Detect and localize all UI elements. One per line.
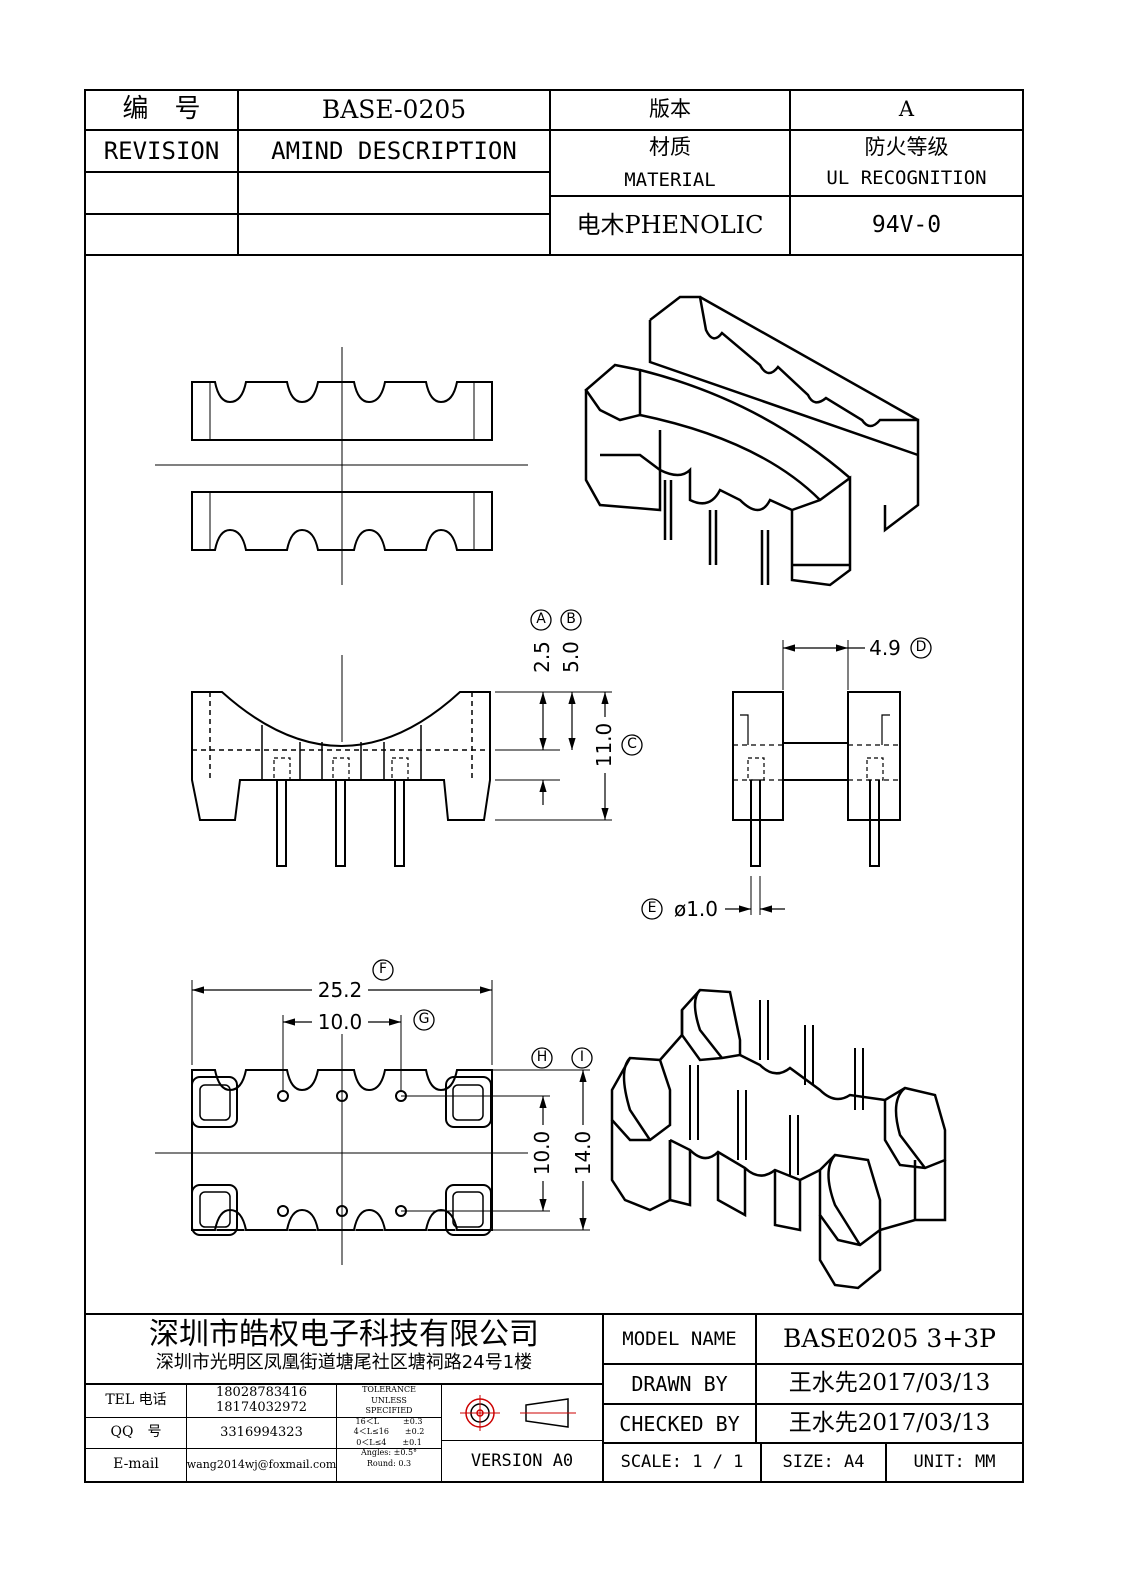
footer-divider [602, 1313, 604, 1482]
top-view [155, 347, 528, 585]
unit-label: UNIT: MM [913, 1452, 996, 1473]
iso-view-top [584, 295, 920, 587]
header-divider [237, 89, 239, 255]
footer-divider [336, 1384, 337, 1482]
header-rule [550, 195, 1024, 197]
tolerance-row: Angles: ±0.5° [360, 1448, 418, 1457]
footer-rule [84, 1448, 441, 1449]
header-divider [549, 89, 551, 255]
footer-divider [760, 1442, 762, 1482]
dim-label-d: D [915, 639, 927, 656]
dim-value-5-0: 5.0 [559, 641, 583, 673]
fire-value: 94V-0 [871, 211, 942, 238]
footer-divider [441, 1384, 442, 1482]
size-label: SIZE: A4 [782, 1452, 865, 1473]
tel-2: 18174032972 [216, 1399, 307, 1415]
material-label-en: MATERIAL [624, 168, 716, 191]
model-value: BASE0205 3+3P [783, 1324, 996, 1354]
checked-label: CHECKED BY [619, 1411, 740, 1436]
company-name: 深圳市皓权电子科技有限公司 [149, 1316, 539, 1352]
dim-label-h: H [536, 1049, 548, 1066]
header-rule [84, 171, 550, 173]
tolerance-row: 16＜L ±0.3 [355, 1416, 423, 1426]
footer-divider [885, 1442, 887, 1482]
footer-rule [84, 1417, 441, 1418]
drawn-value: 王水先2017/03/13 [788, 1370, 991, 1397]
footer-rule [603, 1363, 1024, 1365]
email-value: wang2014wj@foxmail.com [186, 1457, 337, 1471]
qq-label: QQ 号 [110, 1424, 162, 1441]
header-rule [84, 213, 550, 215]
part-number: BASE-0205 [321, 94, 467, 124]
footer-rule [441, 1440, 603, 1441]
dim-value-10-0-side: 10.0 [530, 1125, 554, 1181]
dimension-callouts [372, 609, 932, 1069]
tel-1: 18028783416 [216, 1384, 307, 1400]
dim-value-14-0: 14.0 [571, 1125, 595, 1181]
dim-label-f: F [378, 961, 388, 978]
tolerance-row: 4＜L≤16 ±0.2 [353, 1427, 425, 1436]
header-rule [84, 129, 1024, 131]
dim-value-10-0-top: 10.0 [312, 1010, 368, 1034]
company-address: 深圳市光明区凤凰街道塘尾社区塘祠路24号1楼 [155, 1352, 533, 1374]
tolerance-title-2: UNLESS [371, 1395, 407, 1405]
footer-divider [755, 1313, 757, 1443]
revision-label: REVISION [103, 136, 220, 165]
model-label: MODEL NAME [622, 1327, 737, 1350]
dim-value-4-9: 4.9 [869, 636, 901, 660]
dim-label-c: C [627, 736, 637, 753]
material-label-cn: 材质 [649, 135, 691, 160]
fire-label-en: UL RECOGNITION [826, 166, 987, 189]
tolerance-title-1: TOLERANCE [362, 1385, 416, 1394]
dim-value-11-0: 11.0 [592, 717, 616, 773]
dim-value-25-2: 25.2 [312, 978, 368, 1002]
email-label: E-mail [113, 1456, 159, 1473]
number-label: 编 号 [122, 94, 201, 125]
dim-label-a: A [536, 611, 546, 628]
tel-label: TEL 电话 [105, 1392, 167, 1409]
checked-value: 王水先2017/03/13 [788, 1409, 991, 1436]
side-view [725, 640, 901, 915]
header-rule [84, 254, 1024, 256]
qq-value: 3316994323 [220, 1424, 303, 1440]
footer-rule [603, 1403, 1024, 1405]
amend-label: AMIND DESCRIPTION [271, 136, 517, 165]
version-label: 版本 [649, 96, 691, 121]
dim-label-g: G [418, 1011, 430, 1028]
tolerance-title-3: SPECIFIED [365, 1406, 413, 1415]
projection-symbol [460, 1395, 576, 1431]
bottom-view [155, 980, 590, 1265]
tolerance-block: TOLERANCE UNLESS SPECIFIED 16＜L ±0.3 4＜L… [337, 1385, 441, 1482]
dim-value-pin: ø1.0 [673, 897, 719, 921]
version-value: A [898, 96, 915, 121]
fire-label-cn: 防火等级 [864, 135, 949, 160]
drawn-label: DRAWN BY [631, 1372, 728, 1396]
footer-rule [603, 1442, 1024, 1444]
scale-label: SCALE: 1 / 1 [620, 1452, 744, 1473]
tolerance-row: Round: 0.3 [366, 1458, 412, 1468]
dim-value-2-5: 2.5 [530, 641, 554, 673]
projection-cone-icon [520, 1398, 576, 1428]
dim-label-i: I [579, 1049, 585, 1066]
dim-label-b: B [566, 611, 576, 628]
footer-rule [84, 1313, 1024, 1315]
drawing-frame [84, 89, 1024, 1483]
footer-rule [84, 1383, 603, 1385]
header-divider [789, 89, 791, 255]
iso-view-bottom [610, 988, 947, 1290]
footer-divider [186, 1384, 187, 1482]
front-view [191, 655, 612, 867]
tolerance-row: 0＜L≤4 ±0.1 [356, 1437, 422, 1447]
version-note: VERSION A0 [470, 1450, 574, 1471]
dim-label-e: E [647, 900, 657, 917]
material-value: 电木PHENOLIC [576, 211, 764, 240]
projection-circle-icon [460, 1395, 500, 1431]
